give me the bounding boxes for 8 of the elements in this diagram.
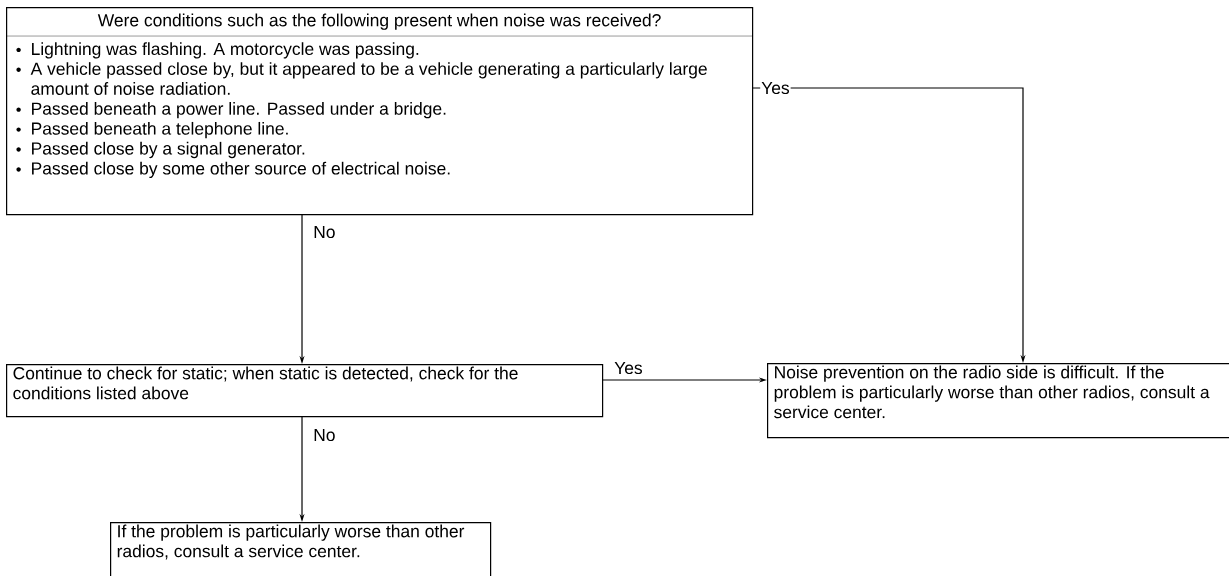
process-box: If the problem is particularly worse than other radios, consult a service center. bbox=[110, 522, 492, 576]
decision-box: Were conditions such as the following present when noise was received? Lightning was flashing. A motorcycle was passing. A vehicle passed close by, but it appeared to be a vehicle generating a particularly large amount of noise radiation. Passed beneath a power line. Passed under a bridge. Passed beneath a telephone line. Passed close by a signal generator. Passed close by some other source of electrical noise. bbox=[6, 7, 754, 216]
edge-label: Yes bbox=[614, 361, 643, 375]
edge-label: No bbox=[314, 428, 335, 442]
decision-box: Continue to check for static; when static is detected, check for the conditions listed above bbox=[6, 364, 604, 418]
edge-label: No bbox=[314, 225, 335, 239]
edge-label: Yes bbox=[761, 81, 790, 95]
process-box: Noise prevention on the radio side is difficult. If the problem is particularly worse than other radios, consult a service center. bbox=[767, 363, 1229, 439]
